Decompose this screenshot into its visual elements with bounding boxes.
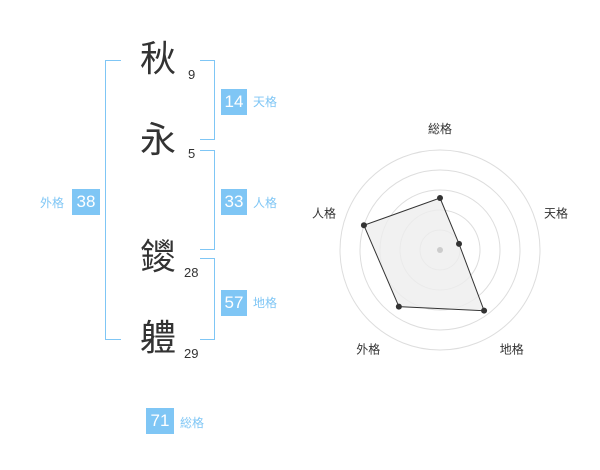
radar-point-1 xyxy=(456,240,463,247)
radar-axis-label-2: 地格 xyxy=(500,342,524,357)
radar-ring-4 xyxy=(359,169,521,331)
radar-axis-label-4: 人格 xyxy=(312,205,336,220)
radar-axis-label-3: 外格 xyxy=(356,342,380,357)
gaikaku-value: 38 xyxy=(72,189,100,215)
char-1: 秋 xyxy=(140,39,177,80)
radar-point-2 xyxy=(481,307,488,314)
char-1-strokes: 9 xyxy=(188,67,196,82)
soukaku-value: 71 xyxy=(146,408,174,434)
radar-ring-2 xyxy=(399,209,481,291)
radar-axis-label-1: 天格 xyxy=(544,205,568,220)
chikaku-value: 57 xyxy=(221,290,247,316)
tenkaku-value: 14 xyxy=(221,89,247,115)
radar-area xyxy=(363,197,485,312)
chikaku-label: 地格 xyxy=(253,296,278,310)
jinkaku-value: 33 xyxy=(221,189,247,215)
radar-ring-5 xyxy=(339,149,541,351)
char-2: 永 xyxy=(140,120,177,161)
chikaku-bracket xyxy=(200,258,215,340)
name-breakdown: 秋 9 永 5 鑁 28 軆 29 14 天格 33 人格 57 地格 外格 3… xyxy=(40,39,278,434)
tenkaku-bracket xyxy=(200,60,215,140)
tenkaku-label: 天格 xyxy=(253,95,278,109)
char-3: 鑁 xyxy=(140,237,177,278)
radar-point-3 xyxy=(395,303,402,310)
jinkaku-label: 人格 xyxy=(253,196,278,210)
radar-axis-label-0: 総格 xyxy=(428,121,452,136)
gaikaku-bracket xyxy=(105,60,121,340)
char-4-strokes: 29 xyxy=(184,346,199,361)
char-4: 軆 xyxy=(140,318,177,359)
radar-ring-3 xyxy=(379,189,501,311)
radar-center-dot xyxy=(437,247,443,253)
char-3-strokes: 28 xyxy=(184,265,199,280)
char-2-strokes: 5 xyxy=(188,146,196,161)
radar-ring-1 xyxy=(419,229,461,271)
gaikaku-label: 外格 xyxy=(40,196,65,210)
soukaku-label: 総格 xyxy=(180,416,205,430)
radar-point-4 xyxy=(360,222,367,229)
jinkaku-bracket xyxy=(200,150,215,250)
radar-point-0 xyxy=(437,195,443,201)
